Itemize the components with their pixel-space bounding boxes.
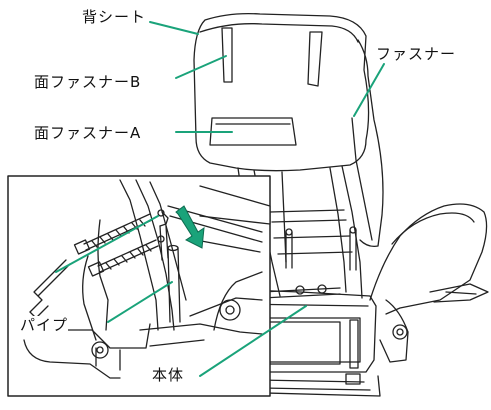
detail-inset <box>7 175 271 397</box>
back-cushion <box>193 12 384 248</box>
leader-hook-tape-b <box>175 55 227 79</box>
leader-pipe-upper <box>55 215 159 273</box>
label-pipe: パイプ <box>20 316 69 334</box>
label-body: 本体 <box>152 366 185 384</box>
leader-body <box>199 305 307 377</box>
seat-frame <box>237 165 363 299</box>
label-back-sheet: 背シート <box>82 8 147 26</box>
leader-back-sheet <box>149 21 199 35</box>
armrest <box>369 203 489 363</box>
leader-fastener <box>353 63 385 117</box>
bolt-upper <box>73 213 153 255</box>
leader-pipe-lower <box>107 281 173 323</box>
insert-arrow-icon <box>175 205 205 249</box>
bolt-lower <box>87 239 159 277</box>
label-fastener: ファスナー <box>376 45 457 63</box>
label-hook-tape-b: 面ファスナーB <box>34 73 142 91</box>
label-hook-tape-a: 面ファスナーA <box>34 124 142 142</box>
